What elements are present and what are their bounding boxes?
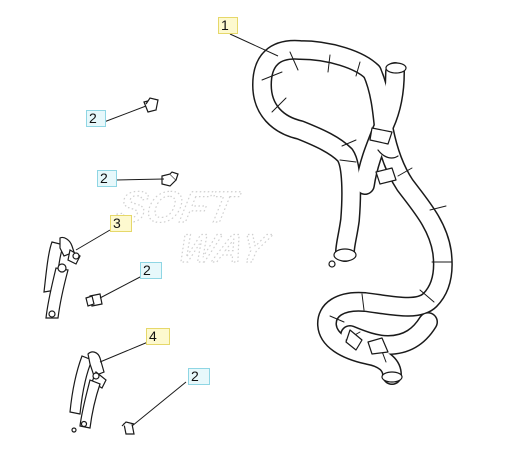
bracket-part-4 (69, 351, 107, 433)
leader-1 (229, 33, 279, 57)
callout-2-bolt-3: 2 (140, 262, 162, 279)
leader-2a (103, 105, 147, 123)
bolts (85, 97, 179, 435)
callout-2-bolt-1: 2 (86, 110, 106, 127)
callout-1: 1 (218, 17, 238, 34)
leader-4 (99, 341, 149, 363)
bolt-1 (143, 97, 159, 113)
bolt-2 (161, 171, 179, 187)
main-bar-part (252, 39, 453, 385)
callout-4: 4 (146, 328, 170, 345)
bolt-4 (121, 421, 135, 435)
leader-2d (131, 381, 187, 427)
leader-lines (75, 33, 279, 427)
callout-2-bolt-2: 2 (97, 170, 117, 187)
leader-2c (99, 275, 143, 299)
callout-3: 3 (110, 215, 132, 232)
watermark: SOFT WAY (112, 183, 277, 272)
watermark-line2: WAY (174, 225, 276, 270)
bolt-3 (85, 293, 103, 307)
bracket-part-3 (43, 236, 81, 319)
leader-2b (115, 178, 165, 181)
watermark-line1: SOFT (113, 183, 244, 231)
leader-3 (75, 229, 111, 251)
callout-2-bolt-4: 2 (188, 368, 210, 385)
